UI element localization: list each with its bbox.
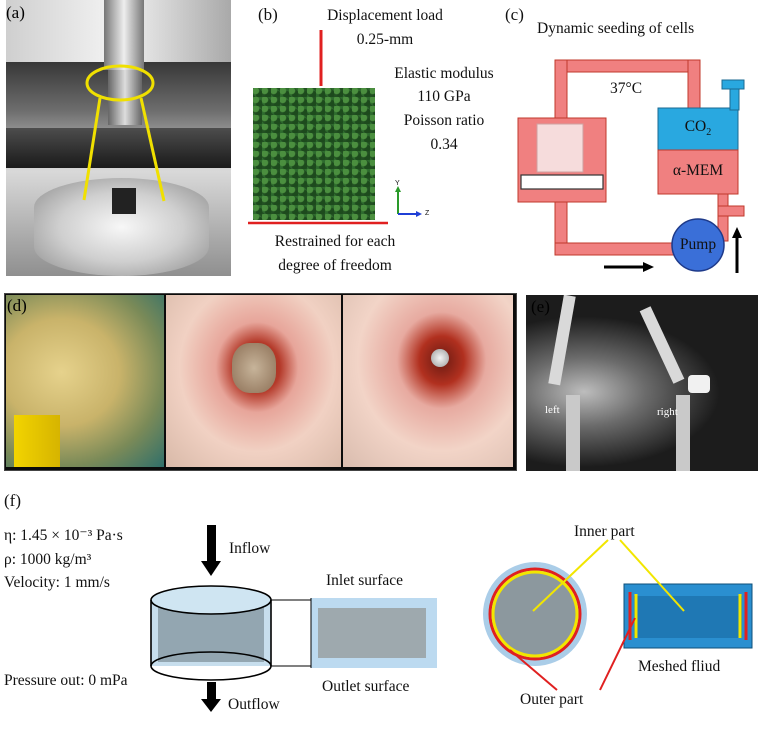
temperature-label: 37°C xyxy=(610,80,643,97)
load-title: Displacement load xyxy=(327,7,443,24)
restraint-line xyxy=(248,221,388,225)
cylinder-top xyxy=(150,585,272,615)
gas-tube-h xyxy=(721,79,745,90)
inflow-arrow-head xyxy=(201,561,221,576)
poisson-value: 0.34 xyxy=(430,136,458,153)
poisson-title: Poisson ratio xyxy=(403,112,485,129)
outflow-arrow-shaft xyxy=(207,682,216,702)
pump-label: Pump xyxy=(679,236,717,253)
outer-leader-2 xyxy=(599,617,636,691)
panel-a-label: (a) xyxy=(6,3,25,22)
panel-d-label: (d) xyxy=(7,296,27,315)
pump-circle xyxy=(671,218,725,272)
co2-box xyxy=(657,107,739,151)
filter-membrane xyxy=(520,174,604,190)
velocity-text: Velocity: 1 mm/s xyxy=(4,574,110,591)
panel-f-label: (f) xyxy=(4,491,21,510)
panel-b-label: (b) xyxy=(258,5,278,24)
callout-line-right xyxy=(139,97,166,202)
xray-left-label: left xyxy=(545,404,560,416)
outlet-surface-label: Outlet surface xyxy=(322,678,410,695)
outer-part-ring xyxy=(488,567,582,661)
surgery-photo-3 xyxy=(343,295,513,467)
inlet-surface-label: Inlet surface xyxy=(326,572,404,589)
co2-main: CO xyxy=(684,118,707,135)
side-view-lattice xyxy=(318,608,426,658)
axis-y-label: Y xyxy=(395,180,400,187)
lattice-specimen xyxy=(253,88,375,220)
pipe-out xyxy=(717,205,745,217)
surgery-photo-2 xyxy=(166,295,341,467)
axis-z-label: Z xyxy=(425,210,430,217)
axis-triad xyxy=(395,186,422,217)
inner-part-label: Inner part xyxy=(574,523,635,540)
inner-lattice xyxy=(493,572,577,656)
restraint-line2: degree of freedom xyxy=(278,257,392,274)
medium-label: α-MEM xyxy=(672,162,724,179)
load-value: 0.25-mm xyxy=(356,31,414,48)
panel-e-label: (e) xyxy=(531,297,550,316)
callout-ellipse xyxy=(85,64,155,102)
outer-part-label: Outer part xyxy=(520,691,584,708)
surgery-photo-1 xyxy=(6,295,164,467)
viscosity-text: η: 1.45 × 10⁻³ Pa·s xyxy=(4,527,123,544)
callout-line-left xyxy=(82,97,102,201)
xray-image xyxy=(526,295,758,471)
density-text: ρ: 1000 kg/m³ xyxy=(4,551,92,568)
co2-label: CO2 xyxy=(658,118,738,139)
outer-leader-1 xyxy=(509,649,558,691)
inner-leader-2 xyxy=(619,539,685,612)
meshed-fluid-inner xyxy=(634,596,742,638)
inner-leader-1 xyxy=(532,539,609,612)
co2-sub: 2 xyxy=(706,127,712,139)
modulus-title: Elastic modulus xyxy=(394,65,494,82)
inflow-label: Inflow xyxy=(229,540,271,557)
seeding-title: Dynamic seeding of cells xyxy=(537,20,695,37)
outflow-arrow-head xyxy=(201,699,221,712)
modulus-value: 110 GPa xyxy=(417,88,471,105)
pressure-text: Pressure out: 0 mPa xyxy=(4,672,128,689)
restraint-line1: Restrained for each xyxy=(274,233,396,250)
bioreactor-diagram xyxy=(517,59,745,273)
scaffold-in-chamber xyxy=(536,123,584,173)
xray-right-label: right xyxy=(657,406,678,418)
panel-a-photo xyxy=(6,0,231,276)
medium-box xyxy=(657,149,739,195)
panel-c-label: (c) xyxy=(505,5,524,24)
meshed-fluid-label: Meshed fliud xyxy=(638,658,721,675)
load-arrow xyxy=(319,30,323,86)
inner-part-ring xyxy=(491,570,579,658)
inflow-arrow-shaft xyxy=(207,525,216,565)
outflow-label: Outflow xyxy=(228,696,280,713)
